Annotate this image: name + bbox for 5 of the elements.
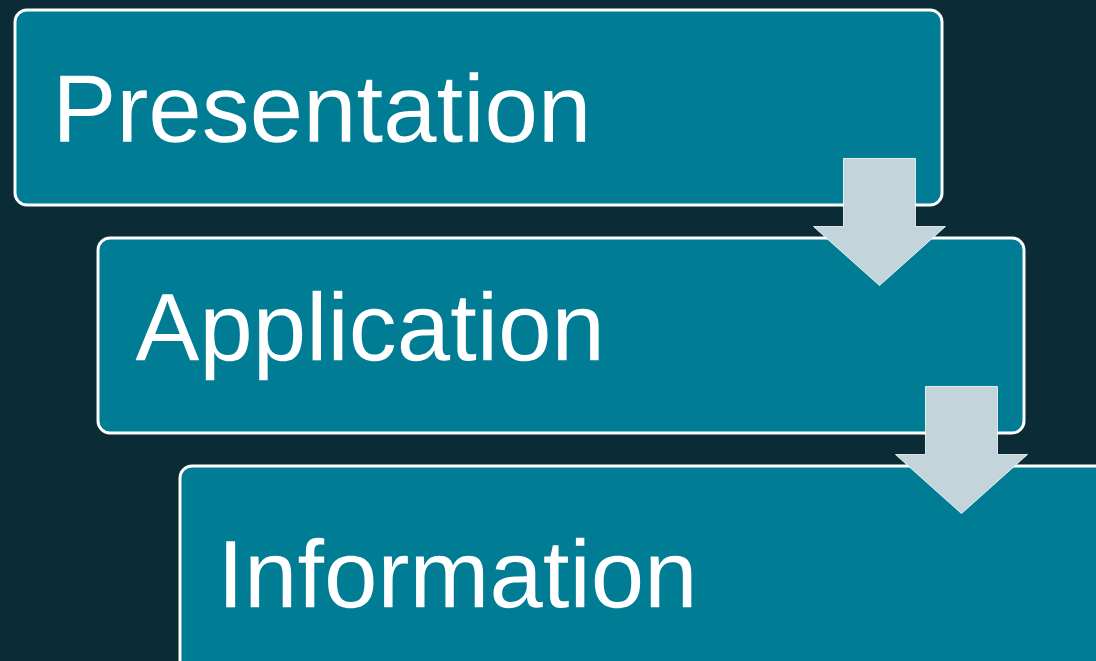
down-arrow — [895, 386, 1028, 514]
process-box: Application — [96, 236, 1026, 435]
process-box: Presentation — [13, 8, 944, 207]
down-arrow — [813, 158, 946, 286]
process-box: Information — [178, 464, 1096, 661]
